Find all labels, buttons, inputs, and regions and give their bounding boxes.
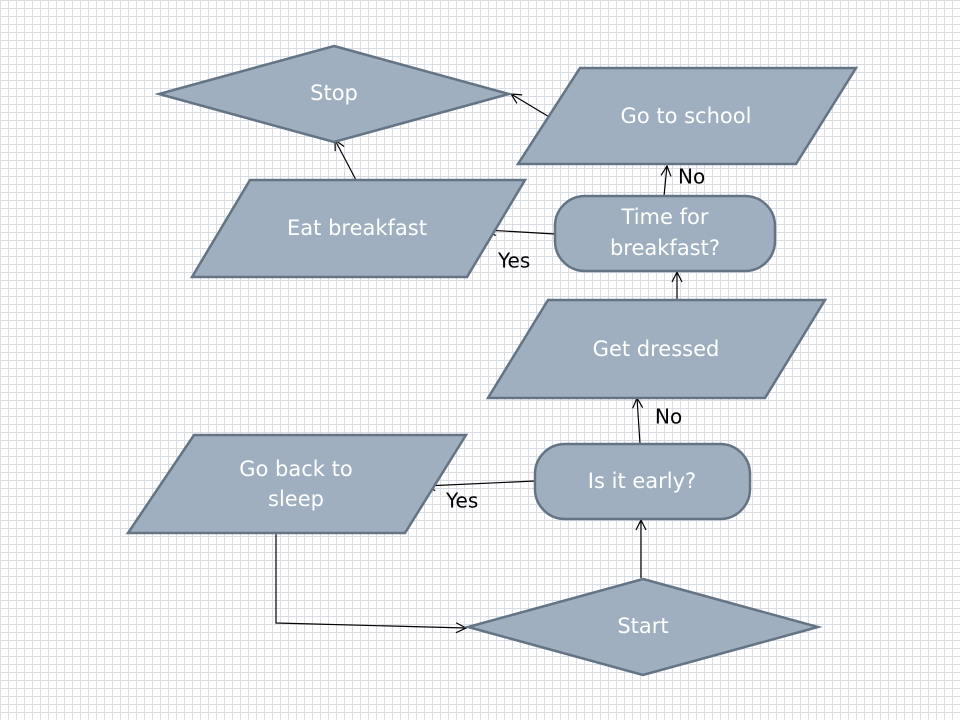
early-yes-label: Yes: [445, 489, 478, 513]
edge-go-to-school-to-stop: [511, 94, 552, 119]
go-back-to-sleep-label-line-2: sleep: [268, 487, 324, 511]
early-no-label: No: [655, 405, 682, 429]
stop-diamond-shape: [154, 44, 514, 144]
time-for-breakfast-label: Time for: [621, 205, 709, 229]
breakfast-no-label: No: [678, 165, 705, 189]
go-back-to-sleep-label: Go back to: [239, 457, 352, 481]
node-is-it-early: Is it early?: [533, 442, 752, 521]
get-dressed-label: Get dressed: [593, 337, 720, 361]
node-go-to-school: Go to school: [515, 66, 859, 166]
node-stop: Stop: [154, 44, 514, 144]
connectors: [275, 94, 677, 628]
time-for-breakfast-label-line-2: breakfast?: [610, 236, 720, 260]
get-dressed-parallelogram-shape: [485, 298, 828, 400]
node-eat-breakfast: Eat breakfast: [189, 178, 528, 279]
time-for-breakfast-rounded-rect-shape: [553, 194, 777, 273]
stop-label: Stop: [310, 81, 358, 105]
edge-time-for-breakfast-to-go-to-school: [664, 166, 667, 197]
start-diamond-shape: [463, 577, 823, 677]
node-get-dressed: Get dressed: [485, 298, 828, 400]
go-to-school-parallelogram-shape: [515, 66, 859, 166]
is-it-early-label: Is it early?: [588, 469, 696, 493]
node-time-for-breakfast: Time for breakfast?: [553, 194, 777, 273]
breakfast-yes-label: Yes: [497, 249, 530, 273]
edge-time-for-breakfast-to-eat-breakfast: [486, 230, 556, 234]
eat-breakfast-label: Eat breakfast: [287, 216, 427, 240]
edge-eat-breakfast-to-stop: [335, 140, 357, 181]
go-to-school-label: Go to school: [621, 104, 752, 128]
go-back-to-sleep-parallelogram-shape: [125, 433, 469, 535]
node-go-back-to-sleep: Go back to sleep: [125, 433, 469, 535]
node-start: Start: [463, 577, 823, 677]
edge-go-back-to-sleep-to-start: [275, 533, 466, 628]
eat-breakfast-parallelogram-shape: [189, 178, 528, 279]
edge-is-it-early-to-go-back-to-sleep: [425, 481, 536, 486]
is-it-early-rounded-rect-shape: [533, 442, 752, 521]
edge-is-it-early-to-get-dressed: [637, 398, 640, 445]
start-label: Start: [617, 614, 668, 638]
